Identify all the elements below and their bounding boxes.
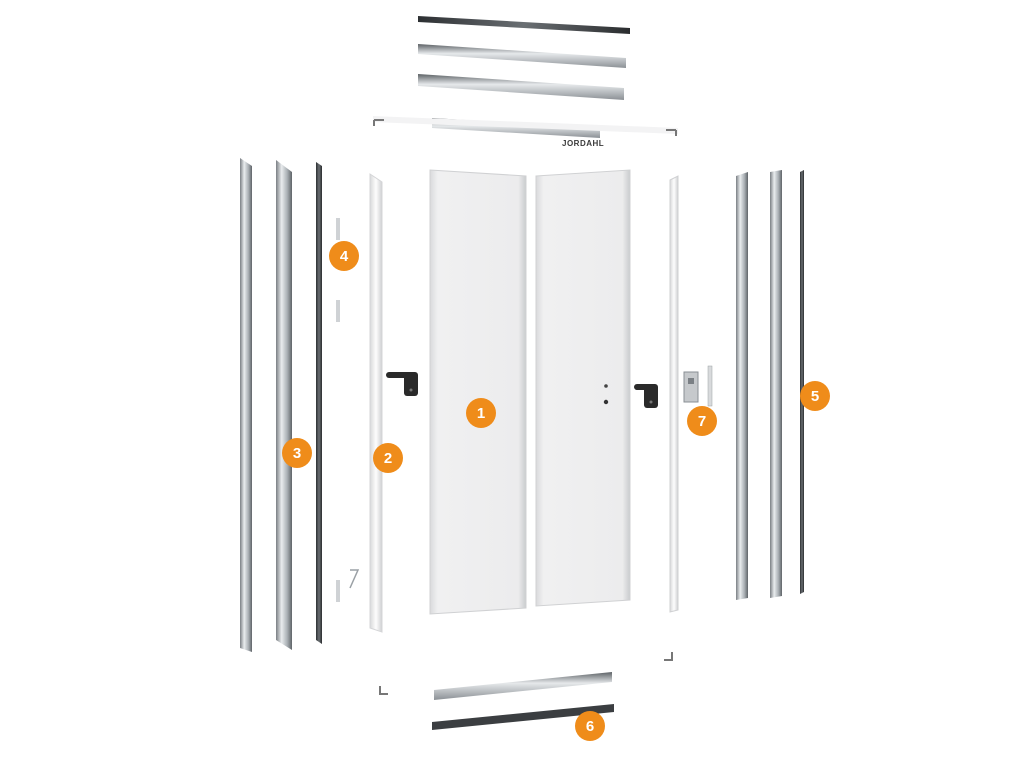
bottom-profile-1: [434, 672, 612, 700]
door-handle-icon: [634, 384, 658, 408]
left-profile-middle: [276, 160, 292, 650]
callout-number: 1: [477, 405, 485, 422]
right-profile-outer: [800, 170, 804, 594]
callout-circle: [329, 241, 359, 271]
left-profile-outer: [240, 158, 252, 652]
hinge-icon: [336, 218, 340, 240]
callout-circle: [282, 438, 312, 468]
door-leaves: [429, 169, 631, 615]
top-profile-3: [418, 74, 624, 100]
callout-number: 2: [384, 450, 392, 467]
callout-4: 4: [329, 241, 359, 271]
callout-circle: [687, 406, 717, 436]
callout-circle: [466, 398, 496, 428]
right-profile-middle: [770, 170, 782, 598]
keyhole-icon: [603, 399, 609, 405]
callout-2: 2: [373, 443, 403, 473]
door-handle-icon: [386, 372, 418, 396]
callout-circle: [373, 443, 403, 473]
hinge-icon: [336, 300, 340, 322]
callout-6: 6: [575, 711, 605, 741]
callout-number: 7: [698, 413, 706, 430]
callout-number: 3: [293, 445, 301, 462]
callout-circle: [575, 711, 605, 741]
left-profile-inner: [316, 162, 322, 644]
frame-top: [373, 116, 678, 134]
door-frame-outline: JORDAHL: [373, 116, 678, 695]
lock-case-icon: [683, 365, 713, 407]
callout-5: 5: [800, 381, 830, 411]
door-leaf-left: [429, 169, 527, 615]
callout-number: 6: [586, 718, 594, 735]
top-profiles: [418, 16, 630, 138]
hinge-bracket: [349, 569, 360, 589]
frame-corner-tr: [666, 129, 677, 136]
bottom-profile-seal: [432, 704, 614, 730]
right-jamb: [669, 175, 679, 613]
right-jamb-body: [669, 175, 679, 613]
callout-1: 1: [466, 398, 496, 428]
left-jamb-body: [369, 173, 383, 633]
bottom-profiles: [432, 672, 614, 730]
callout-number: 5: [811, 388, 819, 405]
top-profile-1: [418, 16, 630, 34]
keyhole-icon: [604, 384, 608, 388]
left-jamb: [336, 173, 383, 633]
top-profile-2: [418, 44, 626, 68]
frame-corner-br: [664, 652, 673, 661]
left-profiles: [240, 158, 322, 652]
right-profile-inner: [736, 172, 748, 600]
brand-label: JORDAHL: [562, 139, 604, 148]
right-profiles: [736, 170, 804, 600]
callout-3: 3: [282, 438, 312, 468]
door-leaf-right: [535, 169, 631, 607]
hinge-icon: [336, 580, 340, 602]
callout-circle: [800, 381, 830, 411]
callout-7: 7: [687, 406, 717, 436]
frame-corner-bl: [379, 686, 388, 695]
callout-number: 4: [340, 248, 349, 265]
frame-corner-tl: [373, 119, 384, 126]
